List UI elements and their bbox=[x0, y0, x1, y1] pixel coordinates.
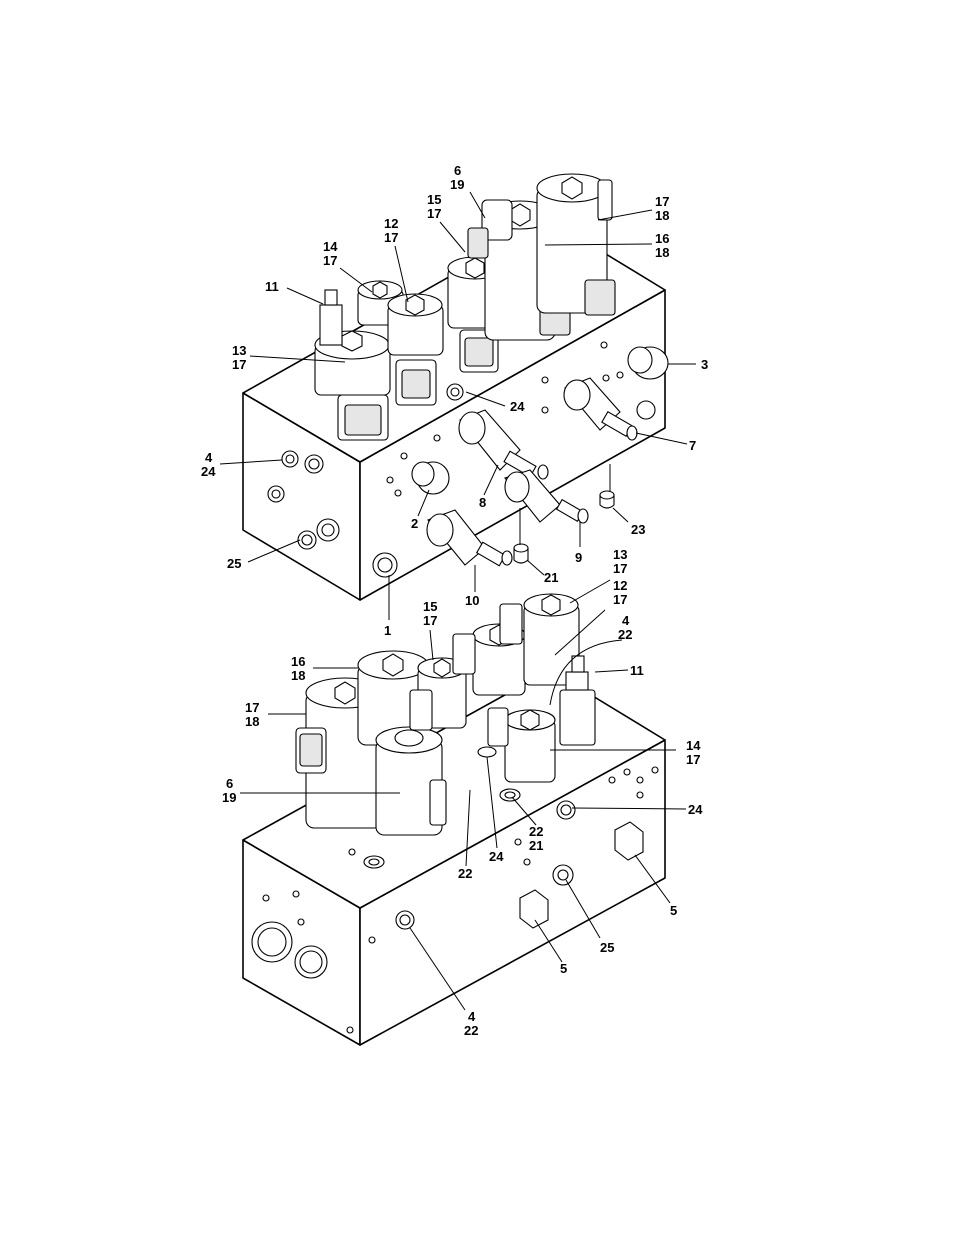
callout-l-13-17-b: 17 bbox=[613, 561, 627, 576]
callout-l-25: 25 bbox=[600, 940, 614, 955]
callout-u-17-18-a: 17 bbox=[655, 194, 669, 209]
callout-u-13-17-a: 13 bbox=[232, 343, 246, 358]
callout-l-4-22-bottom-b: 22 bbox=[464, 1023, 478, 1038]
upper-coil-12 bbox=[387, 293, 444, 406]
callout-l-6-19-b: 19 bbox=[222, 790, 236, 805]
cartridge-9 bbox=[504, 469, 589, 524]
upper-valve-11 bbox=[319, 289, 343, 346]
upper-coil-6 bbox=[467, 199, 513, 259]
callout-l-4-22-bottom-a: 4 bbox=[468, 1009, 476, 1024]
lower-valve-manifold bbox=[242, 593, 666, 1046]
callout-u-25: 25 bbox=[227, 556, 241, 571]
lower-coil-14 bbox=[487, 707, 556, 783]
callout-u-23: 23 bbox=[631, 522, 645, 537]
callout-l-11: 11 bbox=[630, 663, 644, 678]
lower-valve-11 bbox=[559, 655, 596, 746]
callout-u-7: 7 bbox=[689, 438, 696, 453]
callout-u-9: 9 bbox=[575, 550, 582, 565]
callout-l-17-18-a: 17 bbox=[245, 700, 259, 715]
callout-l-12-17-a: 12 bbox=[613, 578, 627, 593]
callout-l-5-mid: 5 bbox=[560, 961, 567, 976]
callout-l-15-17-b: 17 bbox=[423, 613, 437, 628]
callout-u-24: 24 bbox=[510, 399, 525, 414]
callout-u-10: 10 bbox=[465, 593, 479, 608]
callout-l-15-17-a: 15 bbox=[423, 599, 437, 614]
callout-u-17-18-b: 18 bbox=[655, 208, 669, 223]
callout-l-24-mid: 24 bbox=[489, 849, 504, 864]
callout-u-14-17-b: 17 bbox=[323, 253, 337, 268]
cartridge-7 bbox=[563, 377, 638, 441]
callout-l-24-right: 24 bbox=[688, 802, 703, 817]
callout-u-3: 3 bbox=[701, 357, 708, 372]
callout-u-12-17-b: 17 bbox=[384, 230, 398, 245]
callout-l-22: 22 bbox=[458, 866, 472, 881]
callout-u-2: 2 bbox=[411, 516, 418, 531]
callout-u-6-19-a: 6 bbox=[454, 163, 461, 178]
callout-u-12-17-a: 12 bbox=[384, 216, 398, 231]
callout-u-14-17-a: 14 bbox=[323, 239, 338, 254]
callout-u-16-18-b: 18 bbox=[655, 245, 669, 260]
callout-l-14-17-a: 14 bbox=[686, 738, 701, 753]
callout-u-1: 1 bbox=[384, 623, 391, 638]
callout-u-4-24-b: 24 bbox=[201, 464, 216, 479]
callout-u-8: 8 bbox=[479, 495, 486, 510]
callout-l-12-17-b: 17 bbox=[613, 592, 627, 607]
callout-l-16-18-a: 16 bbox=[291, 654, 305, 669]
callout-labels: 6 19 15 17 12 17 14 17 11 13 17 17 18 16… bbox=[201, 163, 708, 1038]
callout-u-6-19-b: 19 bbox=[450, 177, 464, 192]
upper-coil-13 bbox=[314, 330, 391, 441]
callout-l-13-17-a: 13 bbox=[613, 547, 627, 562]
upper-valve-manifold bbox=[242, 173, 669, 601]
callout-u-11: 11 bbox=[265, 279, 279, 294]
lower-coil-13 bbox=[499, 593, 580, 686]
upper-coil-17 bbox=[536, 173, 616, 316]
callout-l-22-21-a: 22 bbox=[529, 824, 543, 839]
callout-l-5-right: 5 bbox=[670, 903, 677, 918]
callout-l-22-21-b: 21 bbox=[529, 838, 543, 853]
callout-l-17-18-b: 18 bbox=[245, 714, 259, 729]
callout-l-14-17-b: 17 bbox=[686, 752, 700, 767]
callout-u-13-17-b: 17 bbox=[232, 357, 246, 372]
callout-l-4-22-top-a: 4 bbox=[622, 613, 630, 628]
callout-u-15-17-a: 15 bbox=[427, 192, 441, 207]
leader-lines bbox=[219, 191, 696, 1011]
callout-u-4-24-a: 4 bbox=[205, 450, 213, 465]
cartridge-10 bbox=[426, 509, 513, 567]
callout-u-15-17-b: 17 bbox=[427, 206, 441, 221]
callout-u-21: 21 bbox=[544, 570, 558, 585]
callout-l-16-18-b: 18 bbox=[291, 668, 305, 683]
callout-u-16-18-a: 16 bbox=[655, 231, 669, 246]
callout-l-6-19-a: 6 bbox=[226, 776, 233, 791]
callout-l-4-22-top-b: 22 bbox=[618, 627, 632, 642]
lower-coil-6 bbox=[375, 726, 447, 836]
